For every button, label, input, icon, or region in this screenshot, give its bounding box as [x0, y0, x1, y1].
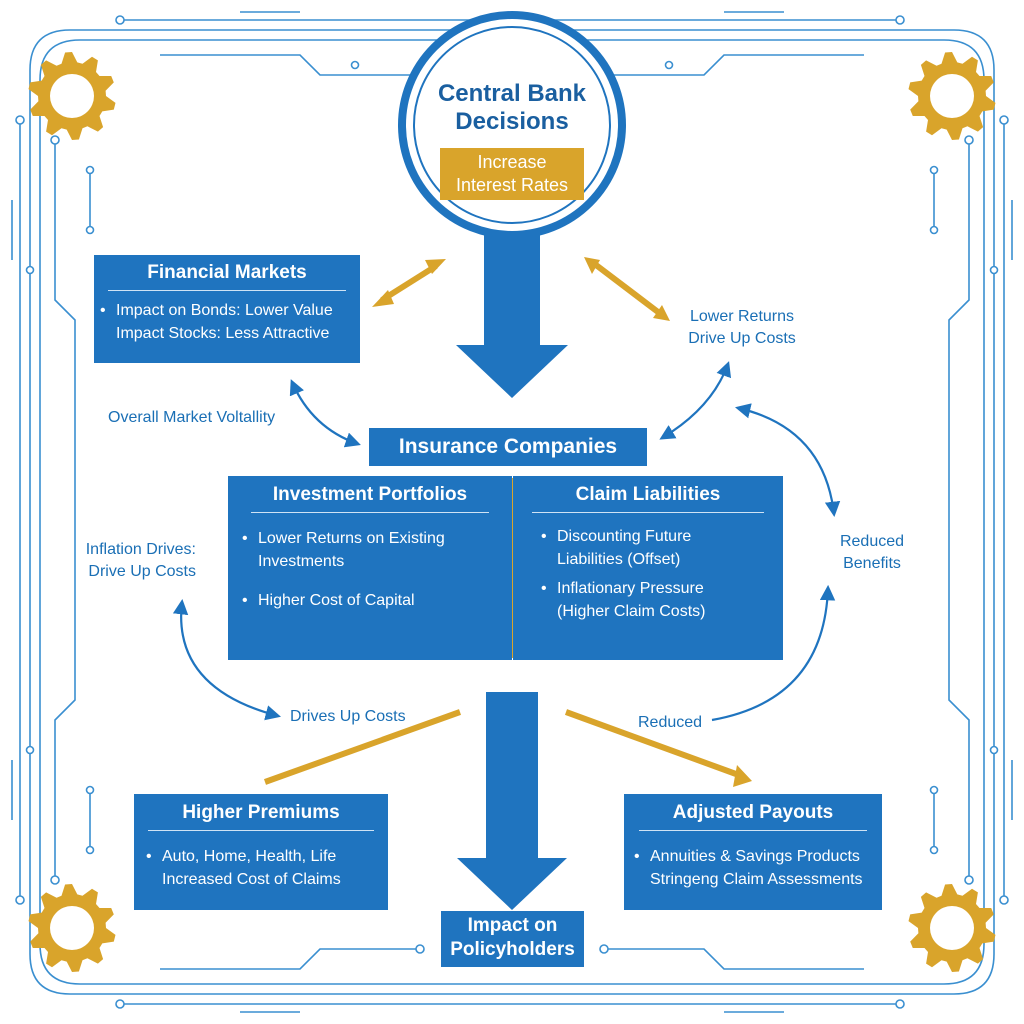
inflation-label: Inflation Drives: Drive Up Costs [46, 539, 196, 583]
drives-up-costs-label: Drives Up Costs [290, 708, 406, 725]
lower-returns-label: Lower Returns Drive Up Costs [672, 306, 812, 350]
reduced-label: Reduced [638, 714, 703, 731]
reduced-benefits-label-line1: Reduced [839, 533, 905, 550]
policyholders-box: Impact on Policyholders [441, 911, 584, 967]
lower-returns-label-line2: Drive Up Costs [688, 330, 796, 347]
claim-liabilities-item-line2: (Higher Claim Costs) [557, 603, 706, 620]
claim-liabilities-box: Claim Liabilities Discounting Future Lia… [513, 476, 783, 660]
financial-markets-list: Impact on Bonds: Lower Value Impact Stoc… [100, 299, 360, 345]
adjusted-payouts-list: Annuities & Savings Products Stringeng C… [634, 845, 882, 891]
central-bank-title-line2: Decisions [455, 108, 569, 135]
claim-liabilities-divider [532, 512, 764, 513]
investment-portfolios-item-line2: Investments [258, 553, 345, 570]
curved-arrows [172, 361, 841, 722]
gold-arrows [263, 257, 752, 787]
higher-premiums-title: Higher Premiums [182, 802, 340, 823]
claim-liabilities-item-line1: Inflationary Pressure [557, 580, 704, 597]
claim-liabilities-title: Claim Liabilities [575, 484, 721, 505]
investment-portfolios-title: Investment Portfolios [272, 484, 468, 505]
gear-icons [28, 52, 996, 972]
reduced-benefits-label-line2: Benefits [843, 555, 901, 572]
higher-premiums-list: Auto, Home, Health, Life Increased Cost … [146, 845, 388, 891]
claim-liabilities-list: Discounting Future Liabilities (Offset) … [541, 525, 783, 623]
claim-liabilities-item-line1: Discounting Future [557, 528, 692, 545]
central-bank-title-line1: Central Bank [437, 80, 587, 107]
financial-markets-item: Impact on Bonds: Lower Value [100, 299, 360, 322]
inflation-label-line2: Drive Up Costs [88, 563, 196, 580]
arrow-insurance-to-policyholders [457, 692, 567, 910]
higher-premiums-item: Increased Cost of Claims [162, 871, 341, 888]
gear-icon [908, 52, 996, 140]
investment-portfolios-item-line1: Higher Cost of Capital [258, 592, 415, 609]
insurance-companies-box: Insurance Companies [369, 428, 647, 466]
arrow-central-to-insurance [456, 232, 568, 398]
adjusted-payouts-item: Annuities & Savings Products [634, 845, 882, 868]
investment-portfolios-item: Higher Cost of Capital [242, 589, 512, 612]
adjusted-payouts-box: Adjusted Payouts Annuities & Savings Pro… [624, 794, 882, 910]
market-volatility-label: Overall Market Voltallity [108, 409, 276, 426]
financial-markets-title: Financial Markets [147, 262, 307, 283]
claim-liabilities-item: Discounting Future Liabilities (Offset) [541, 525, 783, 571]
adjusted-payouts-title: Adjusted Payouts [672, 802, 834, 823]
lower-returns-label-line1: Lower Returns [689, 308, 795, 325]
insurance-companies-title: Insurance Companies [398, 435, 618, 458]
reduced-benefits-label: Reduced Benefits [822, 531, 922, 575]
gear-icon [908, 884, 996, 972]
financial-markets-item: Impact Stocks: Less Attractive [116, 325, 330, 342]
adjusted-payouts-divider [639, 830, 867, 831]
gear-icon [28, 884, 116, 972]
financial-markets-divider [108, 290, 346, 291]
policyholders-title-line1: Impact on [467, 915, 558, 936]
higher-premiums-divider [148, 830, 374, 831]
investment-portfolios-item-line1: Lower Returns on Existing [258, 530, 445, 547]
financial-markets-box: Financial Markets Impact on Bonds: Lower… [94, 255, 360, 363]
investment-portfolios-divider [251, 512, 489, 513]
gear-icon [28, 52, 116, 140]
investment-portfolios-list: Lower Returns on Existing Investments Hi… [242, 527, 512, 612]
policyholders-title-line2: Policyholders [450, 939, 575, 960]
inflation-label-line1: Inflation Drives: [85, 541, 196, 558]
rate-increase-line2: Interest Rates [455, 175, 569, 195]
investment-portfolios-item: Lower Returns on Existing Investments [242, 527, 512, 573]
investment-portfolios-box: Investment Portfolios Lower Returns on E… [228, 476, 512, 660]
claim-liabilities-item: Inflationary Pressure (Higher Claim Cost… [541, 577, 783, 623]
rate-increase-badge: Increase Interest Rates [440, 148, 584, 200]
adjusted-payouts-item: Stringeng Claim Assessments [650, 871, 863, 888]
policyholders-title: Impact on Policyholders [441, 914, 584, 962]
higher-premiums-item: Auto, Home, Health, Life [146, 845, 388, 868]
rate-increase-line1: Increase [477, 152, 547, 172]
central-bank-title: Central Bank Decisions [412, 80, 612, 136]
claim-liabilities-item-line2: Liabilities (Offset) [557, 551, 681, 568]
central-bank-inner-ring [413, 26, 611, 224]
higher-premiums-box: Higher Premiums Auto, Home, Health, Life… [134, 794, 388, 910]
